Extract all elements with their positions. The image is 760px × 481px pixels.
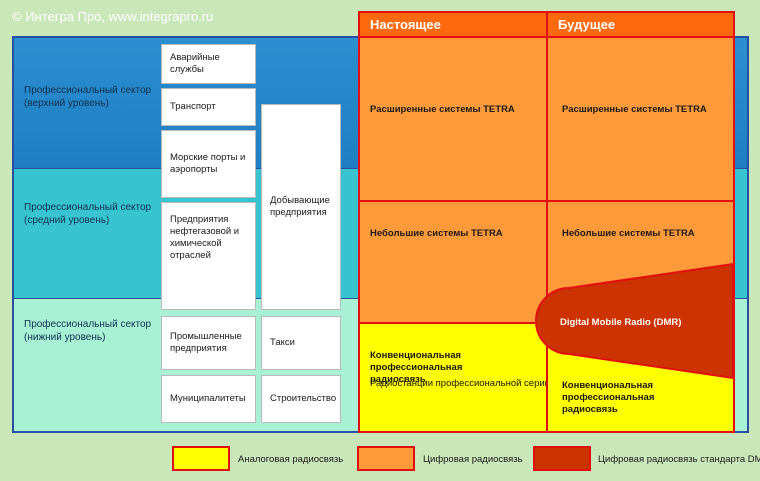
sector-upper-label: Профессиональный сектор (верхний уровень… bbox=[24, 85, 152, 109]
legend-analog-label: Аналоговая радиосвязь bbox=[238, 454, 344, 465]
header-future-label: Будущее bbox=[558, 17, 616, 32]
user-label-mining: Добывающие предприятия bbox=[270, 195, 330, 218]
user-box-municipal: Муниципалитеты bbox=[161, 375, 256, 423]
present-extended-label: Расширенные системы TETRA bbox=[370, 104, 515, 115]
header-future: Будущее bbox=[546, 11, 735, 38]
dmr-shape bbox=[535, 262, 734, 380]
future-dmr-label: Digital Mobile Radio (DMR) bbox=[560, 317, 682, 328]
legend-analog-swatch bbox=[172, 446, 230, 471]
legend-digital-swatch bbox=[357, 446, 415, 471]
user-box-construction: Строительство bbox=[261, 375, 341, 423]
future-small-label: Небольшие системы TETRA bbox=[562, 228, 695, 239]
future-extended-label: Расширенные системы TETRA bbox=[562, 104, 707, 115]
user-box-transport: Транспорт bbox=[161, 88, 256, 126]
present-radio-series-label: Радиостанции профессиональной серии bbox=[370, 378, 550, 389]
user-label-taxi: Такси bbox=[270, 337, 295, 348]
present-small-tetra: Небольшие системы TETRA bbox=[358, 200, 548, 324]
sector-middle-label: Профессиональный сектор (средний уровень… bbox=[24, 202, 152, 226]
user-box-oil: Предприятия нефтегазовой и химической от… bbox=[161, 202, 256, 310]
user-box-ports: Морские порты и аэропорты bbox=[161, 130, 256, 198]
present-conventional-label: Конвенциональная профессиональная радиос… bbox=[370, 350, 463, 385]
future-extended-tetra: Расширенные системы TETRA bbox=[546, 36, 735, 202]
user-label-emergency: Аварийные службы bbox=[170, 52, 220, 75]
present-conventional: Конвенциональная профессиональная радиос… bbox=[358, 322, 550, 433]
user-box-mining: Добывающие предприятия bbox=[261, 104, 341, 310]
user-label-transport: Транспорт bbox=[170, 101, 216, 112]
user-label-ports: Морские порты и аэропорты bbox=[170, 152, 246, 175]
user-label-oil: Предприятия нефтегазовой и химической от… bbox=[170, 214, 240, 261]
legend-dmr-swatch bbox=[533, 446, 591, 471]
user-label-construction: Строительство bbox=[270, 393, 337, 404]
user-label-industrial: Промышленные предприятия bbox=[170, 331, 242, 354]
copyright-text: © Интегра Про, www.integrapro.ru bbox=[12, 9, 214, 24]
sector-lower-label: Профессиональный сектор (нижний уровень) bbox=[24, 319, 152, 343]
user-box-emergency: Аварийные службы bbox=[161, 44, 256, 84]
future-conventional-label: Конвенциональная профессиональная радиос… bbox=[562, 380, 655, 415]
user-box-taxi: Такси bbox=[261, 316, 341, 370]
present-small-label: Небольшие системы TETRA bbox=[370, 228, 503, 239]
legend-dmr-label: Цифровая радиосвязь стандарта DMR bbox=[598, 454, 760, 465]
user-box-industrial: Промышленные предприятия bbox=[161, 316, 256, 370]
header-present-label: Настоящее bbox=[370, 17, 441, 32]
present-extended-tetra: Расширенные системы TETRA bbox=[358, 36, 548, 202]
header-present: Настоящее bbox=[358, 11, 548, 38]
legend-digital-label: Цифровая радиосвязь bbox=[423, 454, 523, 465]
user-label-municipal: Муниципалитеты bbox=[170, 393, 246, 404]
